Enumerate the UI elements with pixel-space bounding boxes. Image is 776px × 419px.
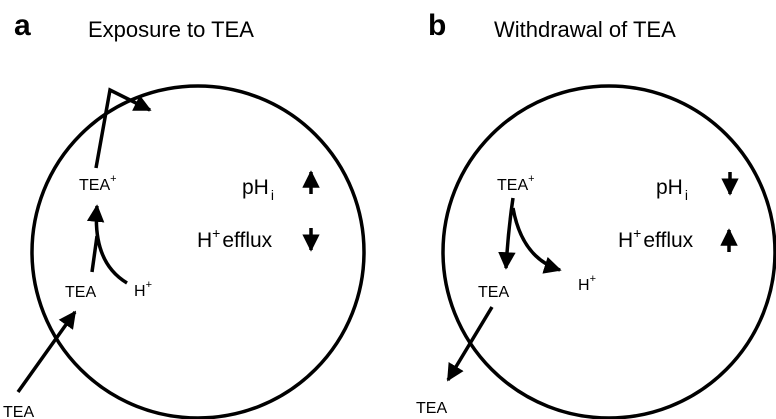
- panel-a-tea-outside: TEA: [3, 404, 34, 419]
- panel-b-efflux-label: H+efflux: [618, 225, 694, 252]
- panel-b-cell-membrane: [441, 84, 776, 419]
- panel-a-protonation-stem: [90, 235, 99, 273]
- panel-b-deprotonation-arrow: [498, 197, 516, 270]
- panel-a-tea-entry-arrow: [16, 310, 77, 394]
- panel-a-tea-inside: TEA: [65, 284, 96, 301]
- panel-b-tea-exit-arrow: [446, 306, 494, 382]
- panel-b-tea-ion: TEA+: [497, 173, 535, 194]
- panel-a-cell-membrane: [30, 84, 366, 419]
- panel-b-proton-release-arrow: [511, 207, 562, 274]
- panel-a-tea-ion-efflux-arrow: [94, 87, 152, 169]
- panel-a-protonation-arrow: [86, 204, 128, 285]
- panel-a-proton: H+: [134, 279, 152, 300]
- panel-b-proton: H+: [578, 273, 596, 294]
- panel-b-tea-inside: TEA: [478, 284, 509, 301]
- panel-a-tea-ion: TEA+: [79, 173, 117, 194]
- panel-b-letter: b: [428, 9, 446, 42]
- panel-a-title: Exposure to TEA: [88, 17, 254, 42]
- panel-a-letter: a: [14, 9, 31, 42]
- panel-a-efflux-label: H+efflux: [197, 225, 273, 252]
- panel-b-tea-outside: TEA: [416, 400, 447, 417]
- panel-b-title: Withdrawal of TEA: [494, 17, 676, 42]
